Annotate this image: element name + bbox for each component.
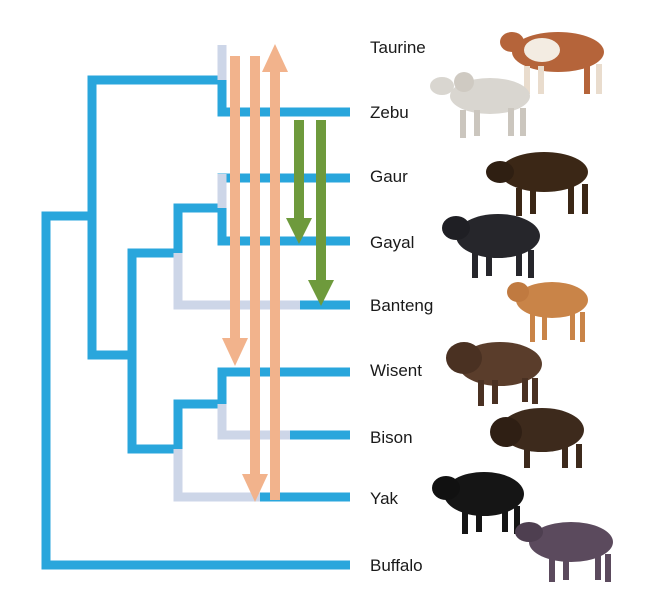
taxon-label-yak: Yak [370, 489, 399, 508]
faded-yak [173, 449, 260, 502]
banteng-photo [507, 282, 588, 342]
branch-bison [217, 404, 350, 440]
taurine-cattle-photo [500, 32, 604, 94]
branch-gaur [217, 173, 350, 208]
gaur-photo [486, 152, 588, 216]
branch-bison-yak [127, 355, 350, 454]
branch-bos-lower [87, 203, 222, 360]
wisent-photo [446, 342, 542, 406]
buffalo-photo [515, 522, 613, 582]
branch-gayal [217, 208, 350, 246]
gene-flow-arrows [222, 44, 334, 502]
taxon-label-wisent: Wisent [370, 361, 422, 380]
zebu-cattle-photo [430, 72, 530, 138]
arrow-taurine-to-yak [242, 56, 268, 502]
taxon-label-taurine: Taurine [370, 38, 426, 57]
gayal-photo [442, 214, 540, 278]
faded-bison [217, 404, 290, 440]
branch-yak [173, 449, 350, 502]
arrow-zebu-to-gayal [286, 120, 312, 244]
bison-photo [490, 408, 584, 468]
taxon-label-buffalo: Buffalo [370, 556, 423, 575]
taxon-label-banteng: Banteng [370, 296, 434, 315]
taxon-label-zebu: Zebu [370, 103, 409, 122]
arrow-taurine-to-wisent [222, 56, 248, 366]
taxon-label-gayal: Gayal [370, 233, 415, 252]
arrow-yak-to-taurine [262, 44, 288, 500]
branch-bos-bison [46, 48, 227, 221]
yak-photo [432, 472, 524, 534]
branch-zebu [217, 80, 350, 117]
taxon-label-bison: Bison [370, 428, 413, 447]
arrow-zebu-to-banteng [308, 120, 334, 306]
taxon-label-gaur: Gaur [370, 167, 408, 186]
